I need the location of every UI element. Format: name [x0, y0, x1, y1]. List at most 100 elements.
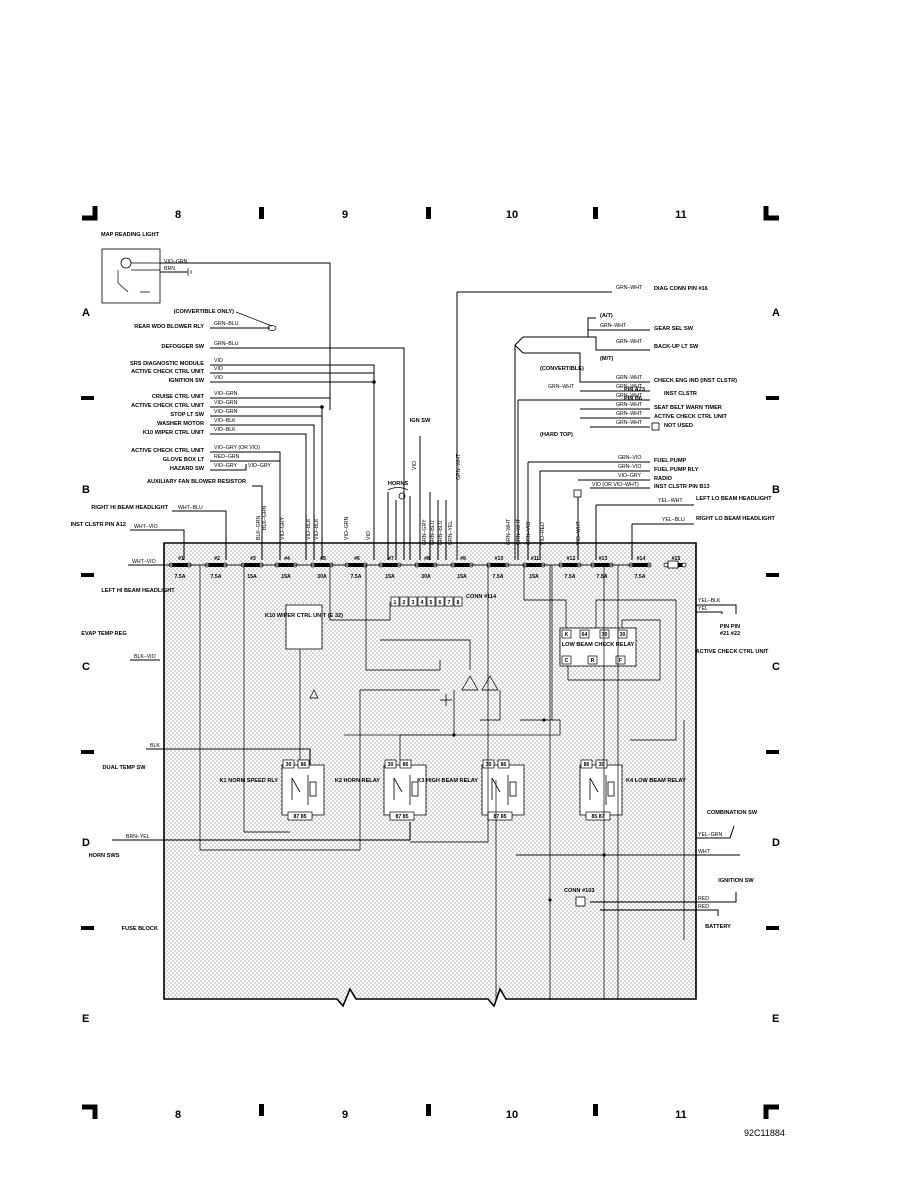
internal-wiring: CONN #103: [199, 560, 685, 1000]
row-label-a-right: A: [772, 307, 780, 319]
relay-pin-label: K: [565, 632, 569, 638]
conn-pin: [426, 596, 436, 607]
fuse-id: #1: [178, 556, 184, 562]
svg-text:VIO–GRN: VIO–GRN: [214, 391, 238, 397]
row-label-b-right: B: [772, 484, 780, 496]
svg-text:SRS DIAGNOSTIC MODULE: SRS DIAGNOSTIC MODULE: [130, 361, 204, 367]
bulb-icon: [120, 257, 132, 269]
svg-text:VIO–GRN: VIO–GRN: [344, 516, 350, 540]
svg-text:AUXILIARY FAN BLOWER RESISTOR: AUXILIARY FAN BLOWER RESISTOR: [147, 479, 246, 485]
svg-text:WHT–VIO: WHT–VIO: [134, 524, 158, 530]
conn-pin-label: 7: [448, 600, 451, 606]
svg-text:LEFT LO BEAM HEADLIGHT: LEFT LO BEAM HEADLIGHT: [696, 496, 772, 502]
fuse-id: #4: [284, 556, 290, 562]
svg-text:FUEL PUMP RLY: FUEL PUMP RLY: [654, 467, 699, 473]
svg-text:BATTERY: BATTERY: [705, 924, 731, 930]
fuse-rating: 15A: [385, 574, 395, 580]
ground-icon: [187, 268, 192, 276]
svg-text:86: 86: [301, 762, 307, 768]
svg-text:BLK–GRN: BLK–GRN: [262, 506, 268, 530]
fuse-rating: 7.5A: [211, 574, 222, 580]
conn-pin: [444, 596, 454, 607]
fuse-id: #2: [214, 556, 220, 562]
fuse-id: #7: [388, 556, 394, 562]
svg-text:87 85: 87 85: [494, 814, 507, 820]
conn-pin: [399, 596, 409, 607]
svg-text:87 85: 87 85: [294, 814, 307, 820]
svg-text:VIO: VIO: [412, 461, 418, 470]
fuse-rating: 7.5A: [493, 574, 504, 580]
svg-text:GRN–WHT: GRN–WHT: [616, 285, 643, 291]
col-label-9: 9: [342, 209, 348, 221]
col-label-8-bottom: 8: [175, 1109, 181, 1121]
relay-pin: [599, 629, 610, 639]
svg-text:GRN–WHT: GRN–WHT: [456, 453, 462, 480]
svg-text:VIO–BLK: VIO–BLK: [214, 418, 236, 424]
fuse-rating: 30A: [421, 574, 431, 580]
svg-text:GRN–VIO: GRN–VIO: [618, 455, 641, 461]
svg-text:86: 86: [501, 762, 507, 768]
svg-text:VIO (OR VIO–WHT): VIO (OR VIO–WHT): [592, 482, 639, 488]
col-label-8: 8: [175, 209, 181, 221]
svg-text:GRN–GRY: GRN–GRY: [422, 519, 428, 545]
svg-text:CHECK ENG IND (INST CLSTR): CHECK ENG IND (INST CLSTR): [654, 378, 737, 384]
svg-text:GRN–WHT: GRN–WHT: [616, 393, 643, 399]
conn-pin-label: 4: [421, 600, 424, 606]
fuse-id: #5: [320, 556, 326, 562]
svg-text:ACTIVE CHECK CTRL UNIT: ACTIVE CHECK CTRL UNIT: [131, 403, 205, 409]
horn-icon: [398, 492, 406, 500]
fuse-id: #11: [531, 556, 539, 562]
fuse-rating: 15A: [529, 574, 539, 580]
svg-text:BLK–GRN: BLK–GRN: [256, 516, 262, 540]
svg-text:VIO–GRY: VIO–GRY: [280, 516, 286, 540]
row-label-d-right: D: [772, 837, 780, 849]
col-label-10: 10: [506, 209, 518, 221]
fuse-rating: 15A: [457, 574, 467, 580]
svg-text:VIO–BLK: VIO–BLK: [214, 427, 236, 433]
svg-text:LOW BEAM CHECK RELAY: LOW BEAM CHECK RELAY: [562, 642, 635, 648]
svg-text:30: 30: [388, 762, 394, 768]
row-label-b: B: [82, 484, 90, 496]
svg-text:GRN–WHT: GRN–WHT: [506, 518, 512, 545]
svg-text:FUEL PUMP: FUEL PUMP: [654, 458, 686, 464]
map-light-housing: [101, 248, 161, 304]
relay-pin-label: F: [619, 658, 622, 664]
svg-text:30: 30: [286, 762, 292, 768]
svg-text:VIO: VIO: [366, 531, 372, 540]
relay-pin: [579, 629, 590, 639]
svg-text:85 87: 85 87: [592, 814, 605, 820]
conn-pin-label: 5: [430, 600, 433, 606]
svg-text:VIO–GRY: VIO–GRY: [248, 463, 272, 469]
svg-text:VIO–RED: VIO–RED: [540, 522, 546, 545]
svg-text:YEL–GRN: YEL–GRN: [698, 832, 722, 838]
switch-icon: [117, 282, 129, 293]
svg-text:HORNS: HORNS: [388, 481, 408, 487]
row-label-a: A: [82, 307, 90, 319]
svg-text:STOP LT SW: STOP LT SW: [170, 412, 204, 418]
svg-text:30: 30: [486, 762, 492, 768]
svg-text:GRN–WHT: GRN–WHT: [548, 384, 575, 390]
svg-text:GRN–WHT: GRN–WHT: [616, 375, 643, 381]
svg-text:IGN SW: IGN SW: [410, 418, 431, 424]
svg-text:RIGHT HI BEAM HEADLIGHT: RIGHT HI BEAM HEADLIGHT: [91, 505, 168, 511]
svg-text:GRN–VIO: GRN–VIO: [526, 522, 532, 545]
svg-text:GRN–WHT: GRN–WHT: [616, 384, 643, 390]
grid-row-labels: A B C D E A B C D E: [82, 307, 780, 1025]
fuse-id: #6: [354, 556, 360, 562]
fuse-rating: 7.5A: [597, 574, 608, 580]
relay-pin-label: C: [565, 658, 569, 664]
relay-label: K4 LOW BEAM RELAY: [626, 778, 686, 784]
svg-text:DEFOGGER SW: DEFOGGER SW: [161, 344, 204, 350]
svg-text:(CONVERTIBLE ONLY): (CONVERTIBLE ONLY): [174, 309, 235, 315]
col-label-9-bottom: 9: [342, 1109, 348, 1121]
svg-text:(M/T): (M/T): [600, 356, 613, 362]
fuse-rating: 7.5A: [565, 574, 576, 580]
svg-text:LEFT HI BEAM HEADLIGHT: LEFT HI BEAM HEADLIGHT: [101, 588, 175, 594]
row-label-d: D: [82, 837, 90, 849]
svg-text:GRN–BLU: GRN–BLU: [214, 341, 239, 347]
svg-text:VIO–BLK: VIO–BLK: [306, 518, 312, 540]
